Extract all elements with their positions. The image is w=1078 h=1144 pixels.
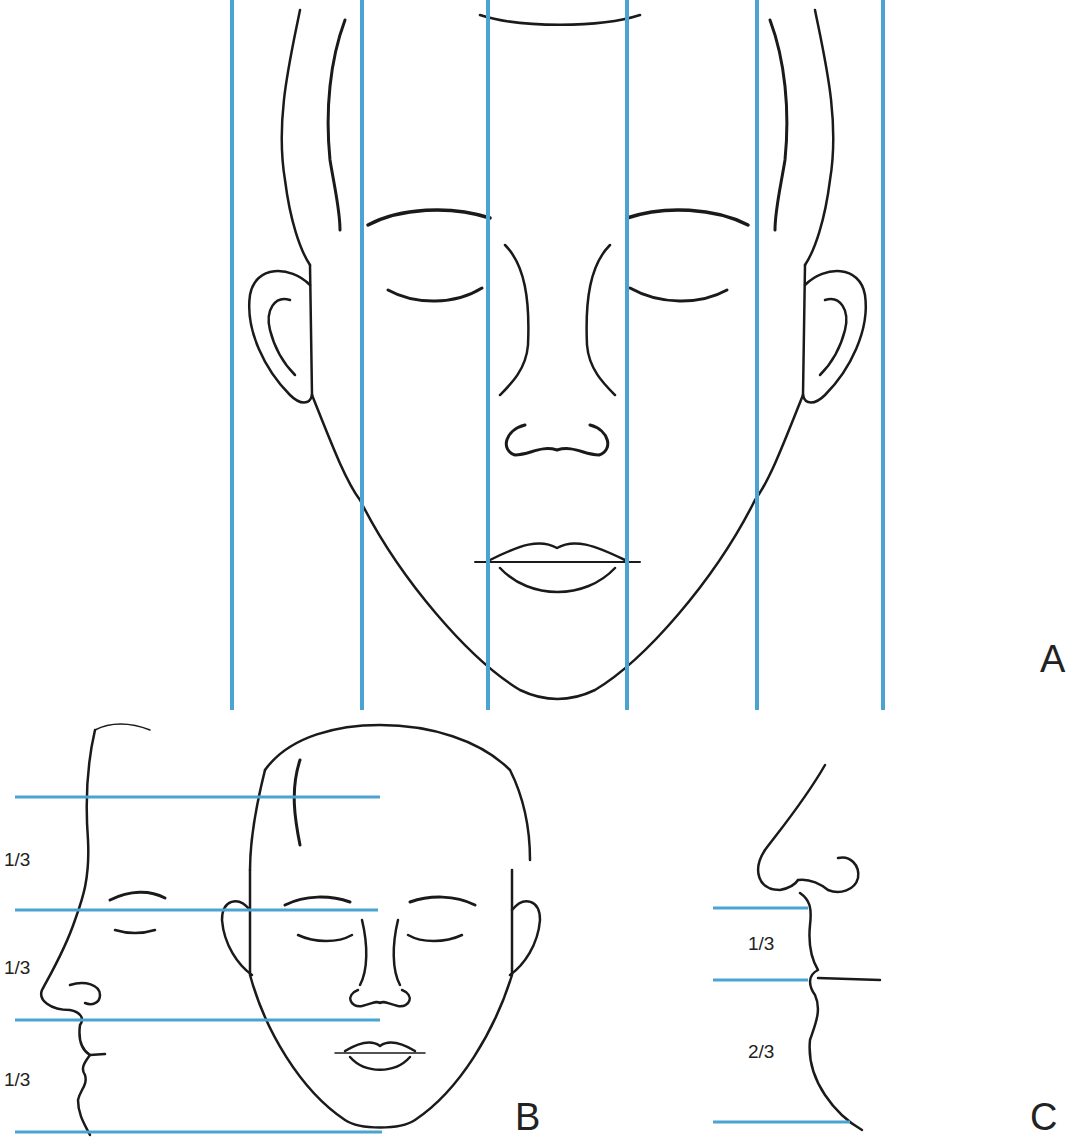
nose-line [500,245,528,395]
small-mouth [335,1052,425,1054]
small-nose-tip [350,990,409,1006]
hair-outline [282,10,310,265]
profile-outline [41,730,95,1135]
small-hair-strand [294,760,300,845]
panel-letter: A [1040,640,1065,678]
hair-strand [770,20,787,230]
profile-mouth [90,1054,105,1055]
lip-chin-thirds [713,908,850,1122]
nose-line [587,245,615,395]
eyebrow [368,210,490,225]
lips-chin-profile [800,893,862,1130]
hairline [480,15,640,25]
small-hair [265,725,530,860]
face-outline [312,395,803,699]
proportion-fraction: 1/3 [4,958,30,977]
ear-inner [269,299,295,375]
proportion-fraction: 1/3 [748,934,774,953]
closed-eye [388,288,482,301]
face-side [310,265,805,395]
nose-tip [506,425,608,455]
face-drawings [41,10,880,1135]
profile-eyebrow [110,892,165,900]
small-eyebrow [285,897,350,905]
panel-letter: C [1030,1098,1057,1136]
mouth-profile [818,978,880,980]
mouth-line [475,561,640,563]
ear [249,271,312,402]
small-hair [250,770,265,870]
small-eye [298,935,352,941]
ear [803,271,866,402]
small-eye [408,935,462,941]
small-nose-line [394,920,400,985]
proportion-fraction: 2/3 [748,1042,774,1061]
proportion-lines [15,0,883,1132]
nose-profile [758,765,825,890]
small-lower-lip [350,1057,410,1070]
hair-outline [805,10,833,265]
small-nose-line [360,920,366,985]
proportion-fraction: 1/3 [4,850,30,869]
small-ear [510,901,540,975]
closed-eye [630,288,727,301]
small-upper-lip [345,1043,415,1051]
nostril-profile [798,857,858,891]
horizontal-thirds [15,797,382,1132]
ear-inner [820,299,846,375]
vertical-fifths [232,0,883,710]
panel-letter: B [515,1098,540,1136]
profile-hair [95,724,150,730]
lower-lip [500,568,615,592]
upper-lip [490,543,625,560]
profile-nostril [70,983,100,1004]
profile-eye [115,930,155,933]
proportion-fraction: 1/3 [4,1070,30,1089]
eyebrow [627,210,748,225]
hair-strand [328,20,345,230]
small-ear [222,901,252,975]
small-eyebrow [410,897,475,905]
